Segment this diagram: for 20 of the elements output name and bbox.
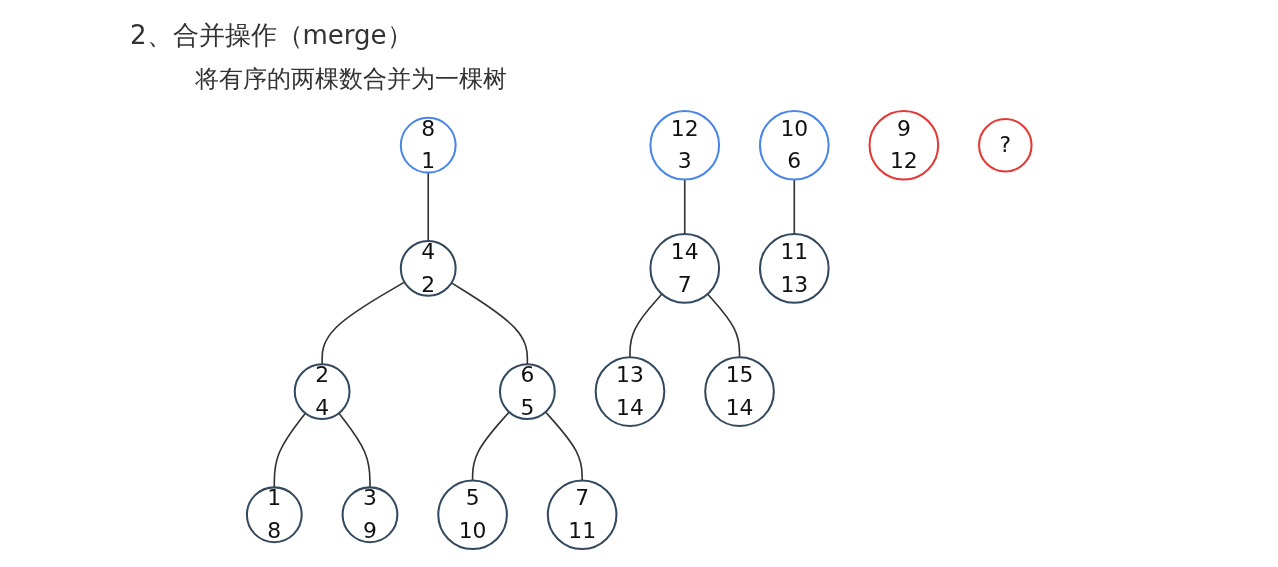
node-circle: 14 7 — [649, 233, 720, 304]
node-circle: 12 3 — [649, 109, 720, 181]
node-circle: 8 1 — [399, 116, 457, 174]
node-circle: 3 9 — [341, 486, 399, 544]
node-circle: 5 10 — [437, 479, 508, 551]
node-circle: 13 14 — [594, 356, 666, 427]
connector — [321, 281, 406, 365]
connector — [450, 282, 528, 365]
node-circle: 4 2 — [399, 240, 457, 297]
node-circle: 1 8 — [245, 486, 303, 544]
node-circle: 7 11 — [546, 479, 618, 551]
node-circle: 11 13 — [758, 233, 830, 304]
node-circle: 9 12 — [868, 109, 939, 181]
title: 2、合并操作（merge） — [130, 19, 413, 52]
node-circle: 15 14 — [703, 356, 775, 427]
node-circle: 10 6 — [758, 109, 830, 181]
node-circle: ? — [977, 117, 1033, 173]
node-circle: 6 5 — [498, 363, 556, 420]
node-circle: 2 4 — [293, 363, 351, 420]
subtitle-text: 将有序的两棵数合并为一棵树 — [195, 64, 507, 95]
